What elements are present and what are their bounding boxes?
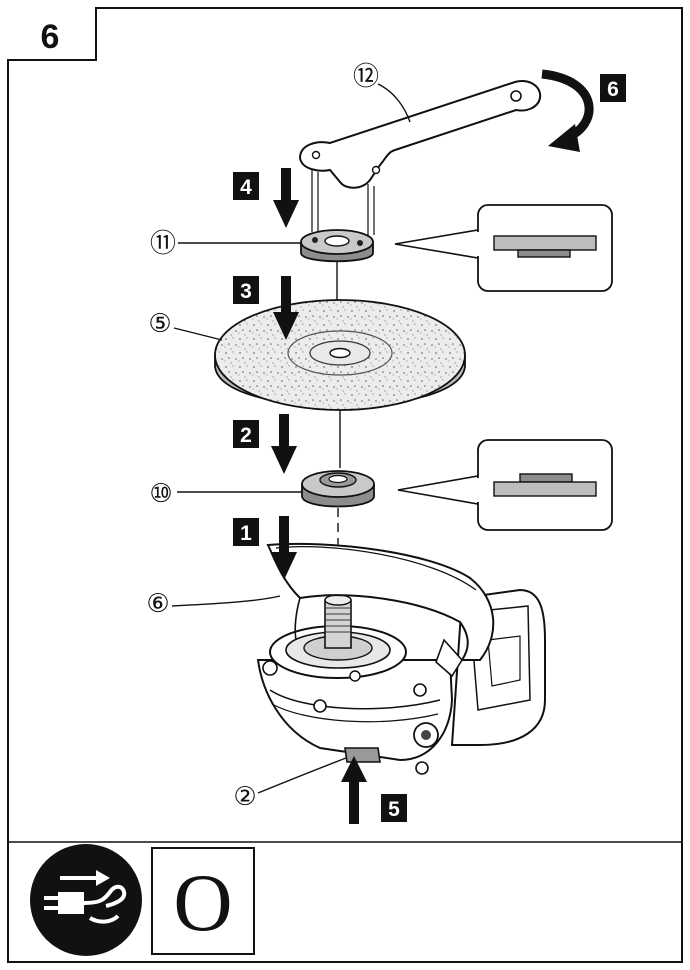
rotation-arrow	[541, 69, 594, 152]
detail-outer-nut	[394, 204, 613, 292]
arrow-step-2	[271, 414, 297, 474]
step-badge-3: 3	[233, 276, 259, 304]
svg-text:⑪: ⑪	[150, 229, 176, 259]
step-badge-5: 5	[381, 794, 407, 822]
label-wrench: ⑫	[353, 62, 411, 123]
svg-text:⑫: ⑫	[353, 62, 379, 92]
svg-text:5: 5	[388, 798, 400, 821]
step-badge-4: 4	[233, 172, 259, 200]
svg-text:⑥: ⑥	[146, 589, 169, 619]
outer-nut	[300, 229, 374, 263]
svg-text:⑤: ⑤	[148, 309, 171, 339]
label-spindle-lock: ②	[233, 757, 347, 812]
cutting-disc	[214, 299, 466, 411]
svg-text:2: 2	[240, 424, 252, 447]
wrench	[298, 80, 542, 235]
step-badge-1: 1	[233, 518, 259, 546]
off-switch-symbol: O	[151, 847, 255, 955]
svg-text:O: O	[173, 857, 232, 948]
svg-text:4: 4	[240, 176, 252, 199]
label-guard: ⑥	[146, 589, 281, 619]
step-badge-2: 2	[233, 420, 259, 448]
svg-text:6: 6	[607, 78, 619, 101]
figure-number: 6	[41, 18, 60, 56]
arrow-step-5	[341, 756, 367, 824]
svg-text:1: 1	[240, 522, 252, 545]
grinder-body	[256, 588, 546, 775]
label-outer-nut: ⑪	[150, 229, 302, 259]
label-inner-flange: ⑩	[149, 479, 302, 509]
detail-inner-flange	[397, 439, 613, 531]
label-disc: ⑤	[148, 309, 223, 341]
arrow-step-3	[273, 276, 299, 340]
step-badge-6: 6	[600, 74, 626, 102]
svg-text:3: 3	[240, 280, 252, 303]
arrow-step-1	[271, 516, 297, 580]
svg-text:②: ②	[233, 782, 256, 812]
wheel-guard	[266, 542, 495, 678]
unplug-icon	[30, 844, 142, 956]
arrow-step-4	[273, 168, 299, 228]
svg-text:⑩: ⑩	[149, 479, 172, 509]
inner-flange	[301, 470, 375, 508]
frame	[7, 7, 683, 963]
